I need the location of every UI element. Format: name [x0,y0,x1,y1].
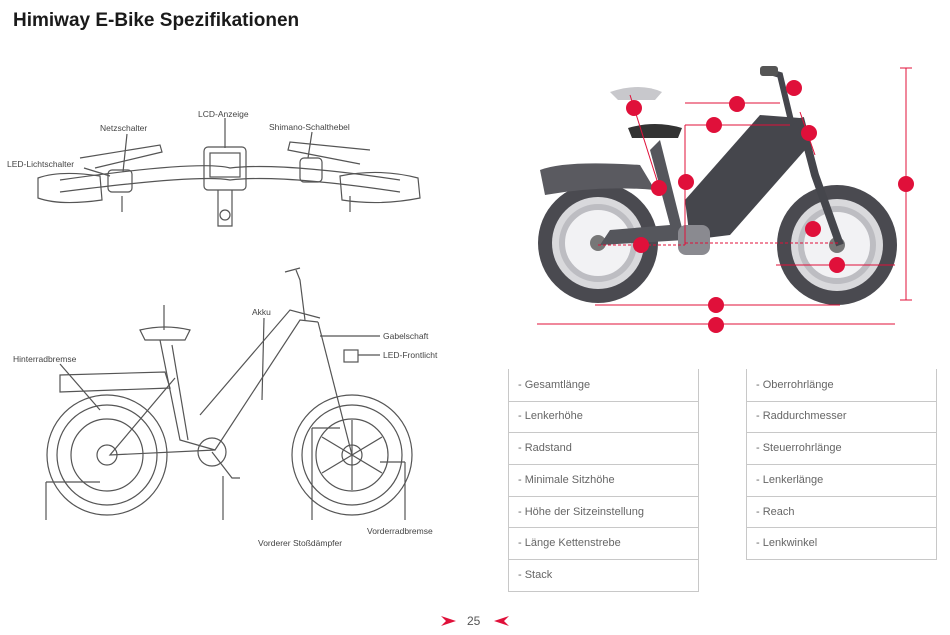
spec-item: - Gesamtlänge [518,379,591,391]
spec-item: - Lenkerhöhe [518,410,583,422]
rear-wheel [538,183,658,303]
label-headlight: LED-Frontlicht [383,350,438,360]
spec-item: - Höhe der Sitzeinstellung [518,506,644,518]
spec-item: - Raddurchmesser [756,410,847,422]
arrow-left-icon [494,616,509,626]
spec-list-left [508,369,699,592]
page-title: Himiway E-Bike Spezifikationen [13,10,300,31]
page-number: 25 [467,614,481,628]
label-lcd: LCD-Anzeige [198,109,249,119]
label-battery: Akku [252,307,271,317]
label-steerer: Gabelschaft [383,331,429,341]
label-shifter: Shimano-Schalthebel [269,122,350,132]
spec-item: - Lenkerlänge [756,474,824,486]
spec-item: - Lenkwinkel [756,537,818,549]
spec-item: - Steuerrohrlänge [756,442,842,454]
spec-item: - Minimale Sitzhöhe [518,474,615,486]
spec-item: - Stack [518,569,553,581]
spec-item: - Länge Kettenstrebe [518,537,621,549]
label-power-switch: Netzschalter [100,123,148,133]
label-front-brake: Vorderradbremse [367,526,433,536]
spec-list-right [746,369,937,560]
spec-item: - Radstand [518,442,572,454]
spec-item: - Oberrohrlänge [756,379,834,391]
label-front-shock: Vorderer Stoßdämpfer [258,538,343,548]
arrow-right-icon [441,616,456,626]
label-rear-brake: Hinterradbremse [13,354,77,364]
measurement-markers [626,80,914,333]
spec-item: - Reach [756,506,795,518]
label-led-switch: LED-Lichtschalter [7,159,75,169]
